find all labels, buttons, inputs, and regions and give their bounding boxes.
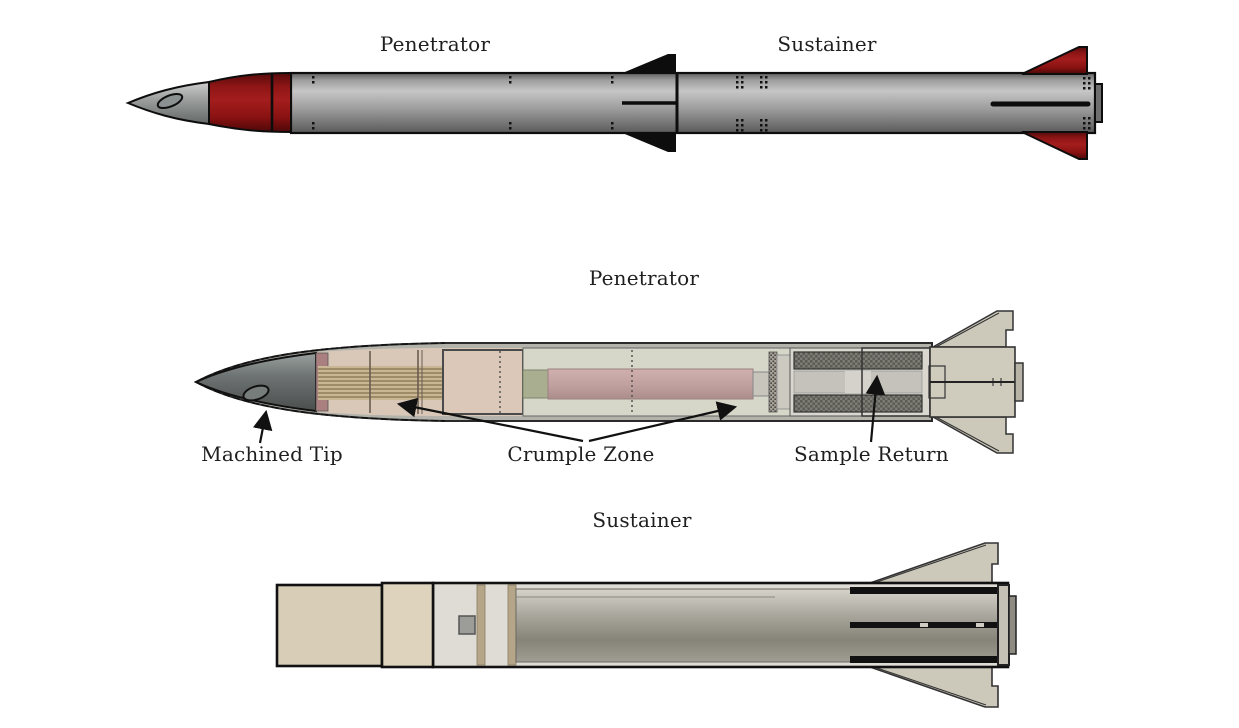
tip-port-hole bbox=[242, 384, 270, 402]
fin-root-line bbox=[935, 416, 1000, 452]
rivet-marks bbox=[312, 76, 1091, 132]
skin-dashed-outline bbox=[195, 381, 446, 422]
bulkhead-ring bbox=[476, 584, 486, 666]
penetrator-mid-fins bbox=[620, 54, 676, 152]
penetrator-nozzle bbox=[1014, 362, 1024, 402]
canister-segment bbox=[845, 371, 871, 393]
igniter-block bbox=[458, 615, 476, 635]
penetrator-section-label: Penetrator bbox=[379, 32, 491, 56]
fin-root-line bbox=[873, 544, 987, 584]
sustainer-forward-block bbox=[275, 583, 384, 668]
crumple-cartridge bbox=[442, 349, 524, 415]
payload-cylinder bbox=[547, 368, 754, 400]
assembly-nose-cone-red bbox=[208, 71, 292, 134]
assembly-nozzle bbox=[1094, 83, 1103, 123]
sample-return-rail-bottom bbox=[793, 394, 923, 413]
sample-return-label: Sample Return bbox=[794, 442, 949, 466]
sustainer-view-title: Sustainer bbox=[592, 508, 692, 532]
fin-root-line bbox=[873, 666, 987, 706]
sustainer-nozzle bbox=[1008, 595, 1017, 655]
bay-spacer bbox=[776, 354, 791, 410]
sustainer-coupler-block bbox=[380, 581, 435, 669]
callout-arrows bbox=[252, 374, 886, 444]
fin-root-line bbox=[935, 312, 1000, 348]
tip-port-hole bbox=[156, 92, 184, 110]
assembly-airframe bbox=[289, 71, 1097, 135]
aft-closure bbox=[997, 584, 1010, 666]
penetrator-view-title: Penetrator bbox=[588, 266, 700, 290]
payload-forward-block bbox=[522, 369, 549, 399]
sample-return-rail-top bbox=[793, 351, 923, 370]
payload-end-cap bbox=[752, 371, 770, 397]
skin-dashed-outline bbox=[195, 342, 446, 383]
full-assembly-view bbox=[125, 46, 1103, 160]
rail-gap bbox=[920, 623, 928, 627]
crumple-zone-label: Crumple Zone bbox=[507, 442, 655, 466]
bulkhead-ring bbox=[507, 584, 517, 666]
sustainer-cutaway-view bbox=[275, 542, 1017, 708]
crush-ring bbox=[768, 351, 778, 413]
sustainer-tail-fins bbox=[1021, 46, 1088, 160]
sustainer-section-label: Sustainer bbox=[777, 32, 877, 56]
rail-gap bbox=[976, 623, 984, 627]
penetrator-cutaway-view bbox=[193, 310, 1024, 454]
machined-tip-label: Machined Tip bbox=[201, 442, 343, 466]
